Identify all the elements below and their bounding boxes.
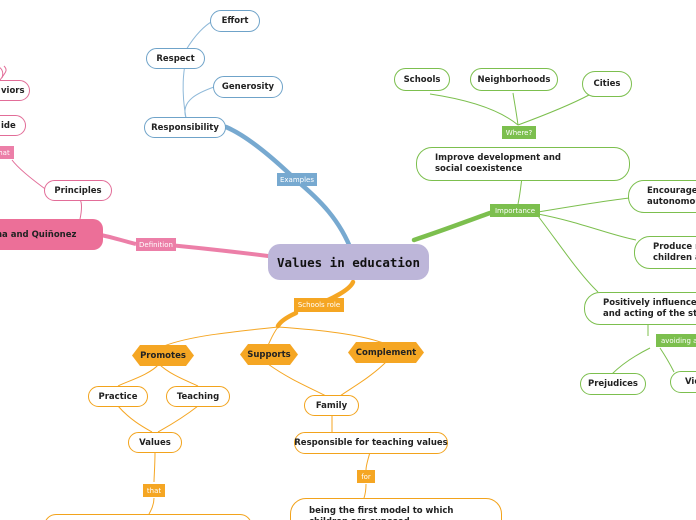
violence-node[interactable]: Vio bbox=[670, 371, 696, 393]
central-topic-label: Values in education bbox=[277, 254, 420, 270]
author-node[interactable]: na and Quiñonez bbox=[0, 219, 103, 250]
importance-tag[interactable]: Importance bbox=[490, 204, 540, 217]
cities-node[interactable]: Cities bbox=[582, 71, 632, 97]
first-model-node[interactable]: being the first model to which children … bbox=[290, 498, 502, 520]
respect-node[interactable]: Respect bbox=[146, 48, 205, 69]
that-tag[interactable]: hat bbox=[0, 146, 14, 159]
complement-node[interactable]: Complement bbox=[348, 342, 424, 363]
partial-node-edge-icon bbox=[0, 67, 4, 79]
neighborhoods-node[interactable]: Neighborhoods bbox=[470, 68, 558, 91]
responsible-node[interactable]: Responsible for teaching values bbox=[294, 432, 448, 454]
definition-tag[interactable]: Definition bbox=[136, 238, 176, 251]
for-tag[interactable]: for bbox=[357, 470, 375, 483]
principles-node[interactable]: Principles bbox=[44, 180, 112, 201]
schools-node[interactable]: Schools bbox=[394, 68, 450, 91]
author-label: na and Quiñonez bbox=[0, 229, 77, 240]
values-child-node[interactable] bbox=[44, 514, 252, 520]
encourages-node[interactable]: Encourages s autonomous bbox=[628, 180, 696, 213]
responsibility-node[interactable]: Responsibility bbox=[144, 117, 226, 138]
supports-node[interactable]: Supports bbox=[240, 344, 298, 365]
examples-tag[interactable]: Examples bbox=[277, 173, 317, 186]
teaching-node[interactable]: Teaching bbox=[166, 386, 230, 407]
promotes-node[interactable]: Promotes bbox=[132, 345, 194, 366]
prejudices-node[interactable]: Prejudices bbox=[580, 373, 646, 395]
produce-node[interactable]: Produce m children an bbox=[634, 236, 696, 269]
behaviors-node[interactable]: viors bbox=[0, 80, 30, 101]
positively-node[interactable]: Positively influence the and acting of t… bbox=[584, 292, 696, 325]
generosity-node[interactable]: Generosity bbox=[213, 76, 283, 98]
improve-node[interactable]: Improve development and social coexisten… bbox=[416, 147, 630, 181]
schools-role-tag[interactable]: Schools role bbox=[294, 298, 344, 312]
practice-node[interactable]: Practice bbox=[88, 386, 148, 407]
central-topic[interactable]: Values in education bbox=[268, 244, 429, 280]
avoiding-tag[interactable]: avoiding a bbox=[656, 334, 696, 347]
where-tag[interactable]: Where? bbox=[502, 126, 536, 139]
family-node[interactable]: Family bbox=[304, 395, 359, 416]
values-node[interactable]: Values bbox=[128, 432, 182, 453]
that-orange-tag[interactable]: that bbox=[143, 484, 165, 497]
guide-node[interactable]: ide bbox=[0, 115, 26, 136]
effort-node[interactable]: Effort bbox=[210, 10, 260, 32]
